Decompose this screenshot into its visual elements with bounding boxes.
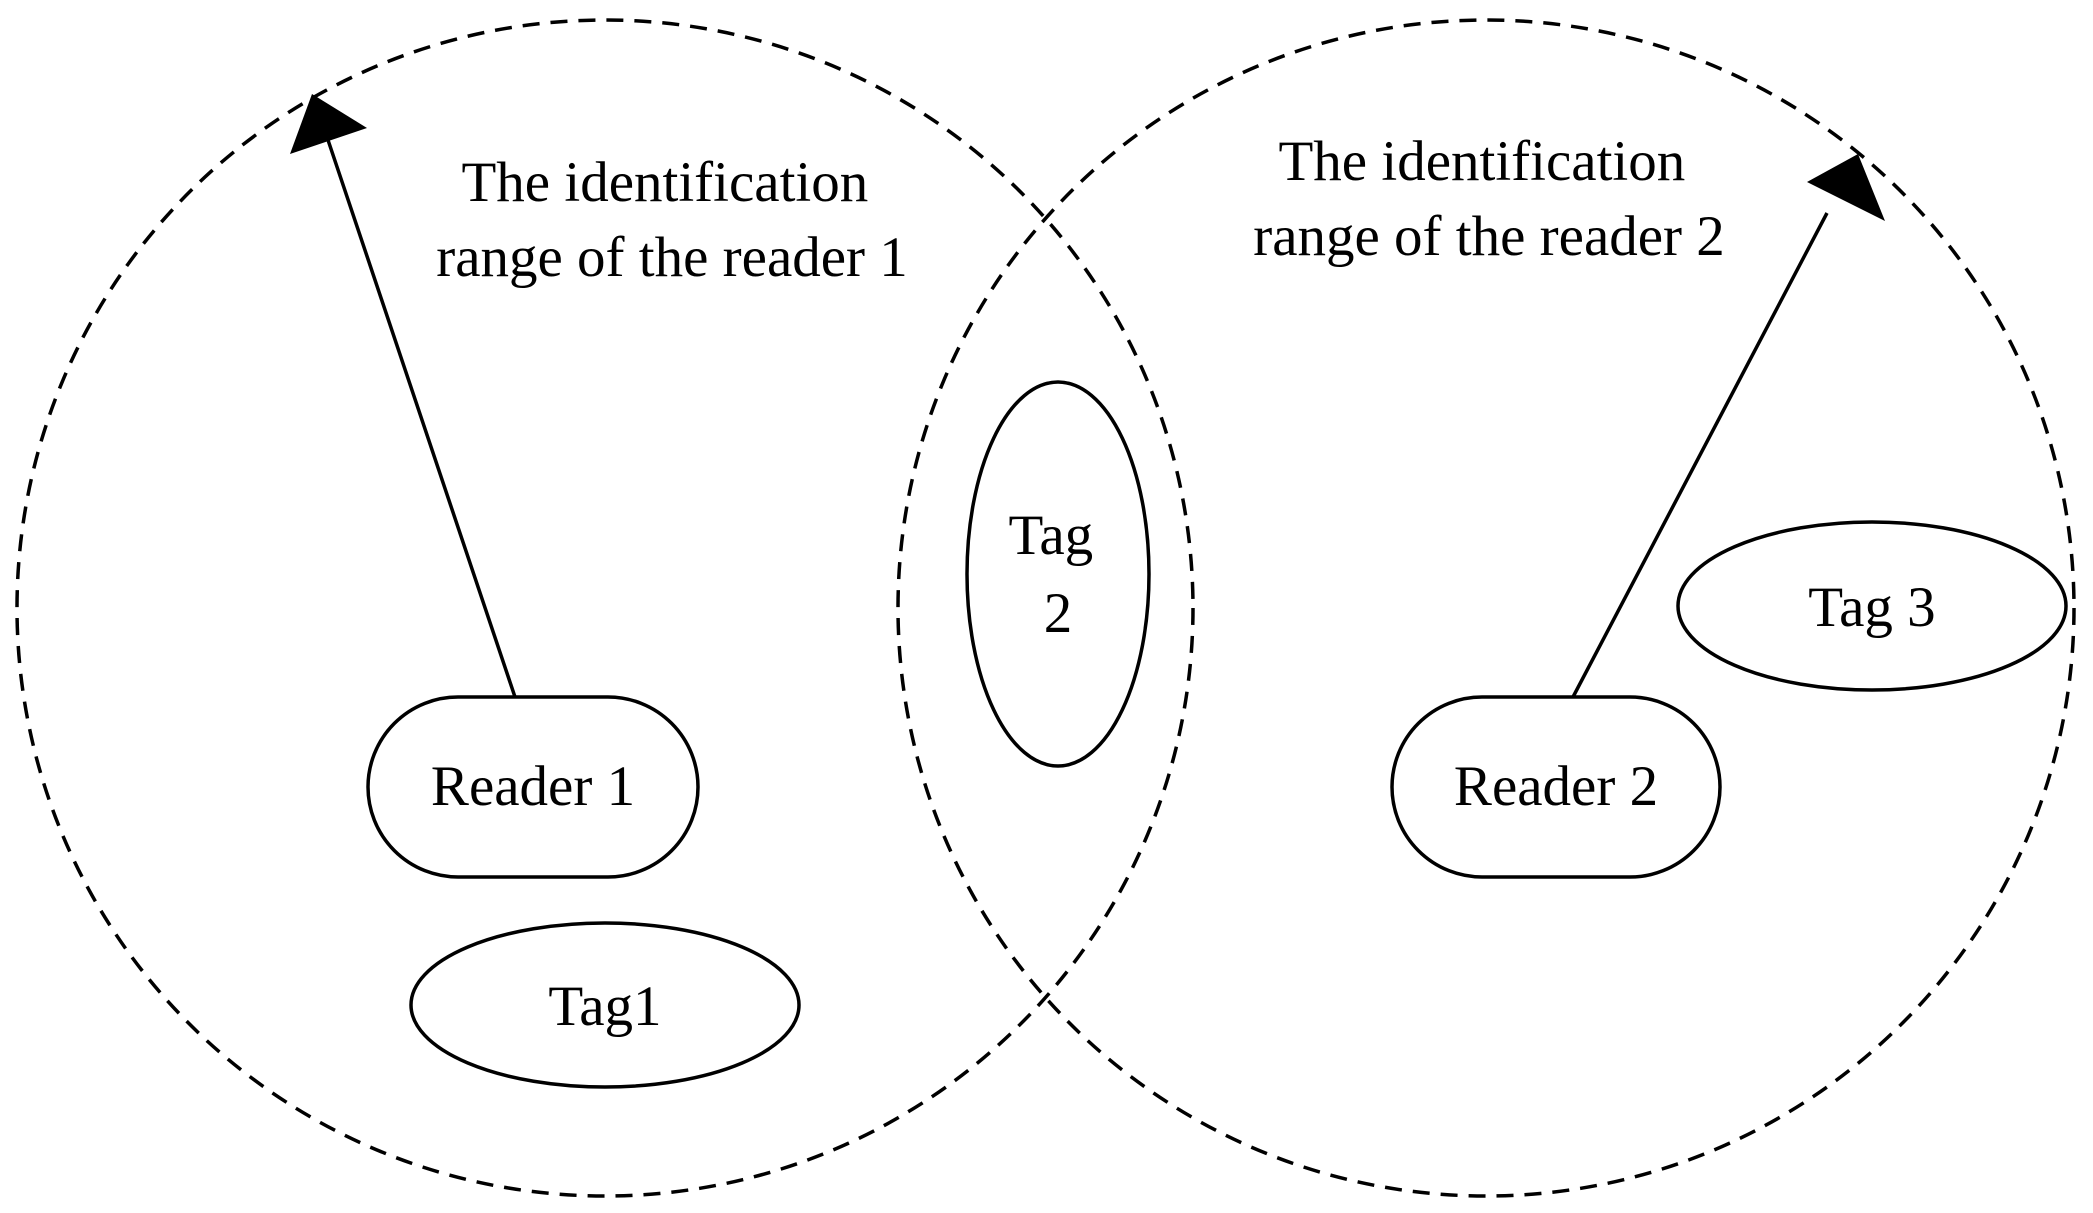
reader2-shape <box>1390 695 1722 879</box>
tag1-shape <box>409 921 801 1089</box>
tag3-node: Tag 3 <box>1676 520 2068 692</box>
tag1-label: Tag1 <box>548 975 661 1038</box>
tag2-label: Tag 2 <box>1009 504 1108 645</box>
reader2-label: Reader 2 <box>1454 755 1658 818</box>
tag3-shape <box>1676 520 2068 692</box>
reader1-range-label: The identification range of the reader 1 <box>436 151 908 289</box>
tag2-label-line2: 2 <box>1044 582 1073 645</box>
reader1-range-circle <box>15 18 1195 1198</box>
reader1-range-label-line1: The identification <box>461 151 868 214</box>
tag3-label: Tag 3 <box>1808 576 1935 639</box>
reader2-range-arrow <box>1571 154 1885 698</box>
tag2-shape <box>965 380 1151 768</box>
tag2-label-line1: Tag <box>1009 504 1094 567</box>
tag2-node: Tag 2 <box>965 380 1151 768</box>
reader1-range-label-line2: range of the reader 1 <box>436 226 908 289</box>
reader2-range-label-line2: range of the reader 2 <box>1253 205 1725 268</box>
reader2-range-circle <box>896 18 2076 1198</box>
tag1-node: Tag1 <box>409 921 801 1089</box>
reader1-range-arrow <box>290 94 517 698</box>
reader2-range-label: The identification range of the reader 2 <box>1253 130 1725 268</box>
reader1-label: Reader 1 <box>431 755 635 818</box>
reader1-shape <box>366 695 700 879</box>
reader1-node: Reader 1 <box>366 695 700 879</box>
reader2-node: Reader 2 <box>1390 695 1722 879</box>
reader2-range-label-line1: The identification <box>1278 130 1685 193</box>
